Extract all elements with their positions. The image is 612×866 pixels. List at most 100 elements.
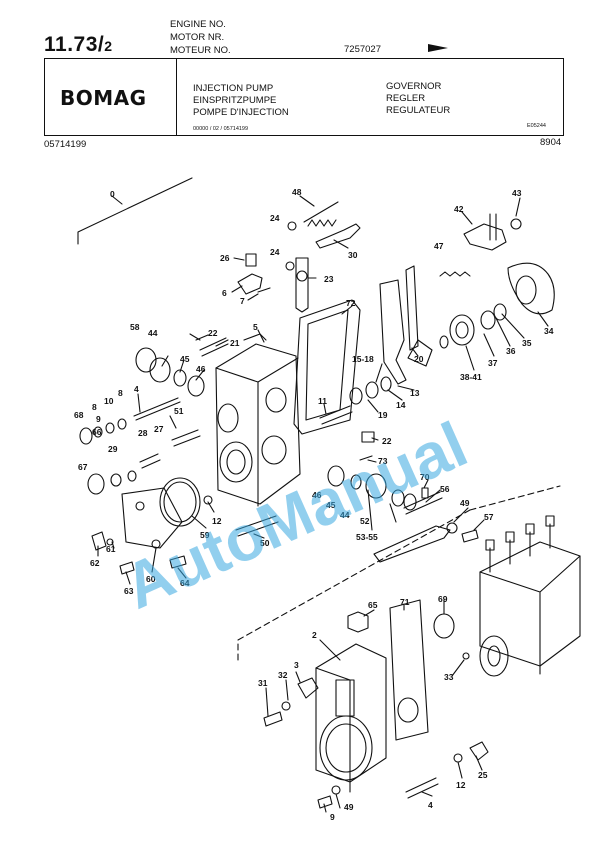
callout-61: 61 — [106, 544, 116, 554]
part-49-washer-lower — [331, 785, 341, 795]
callout-43: 43 — [512, 188, 522, 198]
callout-9: 9 — [96, 414, 101, 424]
injection-pump-body — [479, 541, 581, 667]
part-57-screw — [461, 529, 479, 543]
callout-42: 42 — [454, 204, 464, 214]
callout-9-lower: 9 — [330, 812, 335, 822]
part-30-lever — [315, 223, 361, 249]
part-12-screw-lower — [453, 753, 463, 763]
callout-47: 47 — [434, 241, 444, 251]
callout-4-lower: 4 — [428, 800, 433, 810]
part-73-screw — [359, 455, 373, 461]
callout-56: 56 — [440, 484, 450, 494]
callout-15-18: 15-18 — [352, 354, 374, 364]
callout-12-upper: 12 — [212, 516, 222, 526]
callout-64: 64 — [180, 578, 190, 588]
part-6-bracket — [237, 273, 263, 295]
callout-36: 36 — [506, 346, 516, 356]
arrow-right-icon — [428, 44, 448, 52]
part-28-sleeve — [139, 453, 161, 469]
callout-45-upper: 45 — [180, 354, 190, 364]
part-42-lever — [463, 223, 507, 251]
part-64-screw — [169, 555, 187, 569]
callout-49-upper: 49 — [460, 498, 470, 508]
callout-34: 34 — [544, 326, 554, 336]
page-number: 11.73/2 — [44, 33, 113, 57]
engine-label-en: ENGINE NO. — [170, 19, 226, 30]
callout-67: 67 — [78, 462, 88, 472]
callout-12-lower: 12 — [456, 780, 466, 790]
callout-26: 26 — [220, 253, 230, 263]
callout-33: 33 — [444, 672, 454, 682]
part-58-plug — [135, 347, 157, 373]
part-46-ring — [187, 375, 205, 397]
part-61-ring — [106, 538, 114, 546]
part-71-gasket — [389, 599, 429, 741]
section-en: GOVERNOR — [386, 81, 442, 92]
callout-72: 72 — [346, 298, 356, 308]
part-70-key — [421, 487, 429, 499]
part-69-bush — [433, 613, 455, 639]
part-66-washer — [127, 470, 137, 482]
callout-30: 30 — [348, 250, 358, 260]
callout-8-left: 8 — [92, 402, 97, 412]
section-de: REGLER — [386, 93, 426, 104]
callout-44-upper: 44 — [148, 328, 158, 338]
callout-52: 52 — [360, 516, 370, 526]
callout-22-upper: 22 — [208, 328, 218, 338]
callout-48: 48 — [292, 187, 302, 197]
part-20-lever — [379, 279, 407, 385]
callout-24-upper: 24 — [270, 213, 280, 223]
part-2-lower-housing — [315, 643, 387, 783]
part-19-washer — [349, 387, 363, 405]
callout-49-lower: 49 — [344, 802, 354, 812]
callout-69: 69 — [438, 594, 448, 604]
callout-58: 58 — [130, 322, 140, 332]
page-number-main: 11.73/ — [44, 33, 105, 56]
part-65-plug — [347, 611, 369, 633]
callout-71: 71 — [400, 597, 410, 607]
callout-27: 27 — [154, 424, 164, 434]
part-29-seal — [110, 473, 122, 487]
callout-3: 3 — [294, 660, 299, 670]
part-44-bush — [149, 357, 171, 383]
engine-label-fr: MOTEUR NO. — [170, 45, 231, 56]
callout-4-upper: 4 — [134, 384, 139, 394]
section-code: E05244 — [527, 123, 546, 129]
callout-46-upper: 46 — [196, 364, 206, 374]
callout-25: 25 — [478, 770, 488, 780]
title-code: 00000 / 02 / 05714199 — [193, 126, 249, 132]
callout-35: 35 — [522, 338, 532, 348]
group-bracket-lower — [237, 509, 471, 661]
callout-19: 19 — [378, 410, 388, 420]
part-32-washer — [281, 701, 291, 711]
bomag-logo: BOMAG — [60, 86, 147, 110]
callout-31: 31 — [258, 678, 268, 688]
part-33-pin — [462, 652, 470, 660]
part-49-nut — [446, 522, 458, 534]
part-51-bolt — [171, 429, 201, 447]
part-59-oring — [159, 477, 201, 527]
part-48-spring — [307, 219, 337, 227]
callout-23: 23 — [324, 274, 334, 284]
part-34-cap — [507, 262, 555, 315]
callout-29: 29 — [108, 444, 118, 454]
part-31-screw — [263, 711, 283, 727]
part-3-lever — [297, 677, 319, 699]
callout-66: 66 — [92, 427, 102, 437]
callout-50: 50 — [260, 538, 270, 548]
callout-8-right: 8 — [118, 388, 123, 398]
callout-20: 20 — [414, 354, 424, 364]
part-43-screw — [510, 218, 522, 230]
callout-53-55: 53-55 — [356, 532, 378, 542]
callout-73: 73 — [378, 456, 388, 466]
group-bracket-upper — [77, 177, 193, 245]
callout-70: 70 — [420, 472, 430, 482]
part-22-sleeve — [361, 431, 375, 443]
part-7-pin — [257, 287, 271, 293]
callout-44-mid: 44 — [340, 510, 350, 520]
part-5-cover-housing — [215, 343, 301, 505]
page-number-sub: 2 — [104, 38, 113, 54]
part-4-rod — [133, 397, 181, 421]
part-11-shaft — [319, 405, 353, 425]
